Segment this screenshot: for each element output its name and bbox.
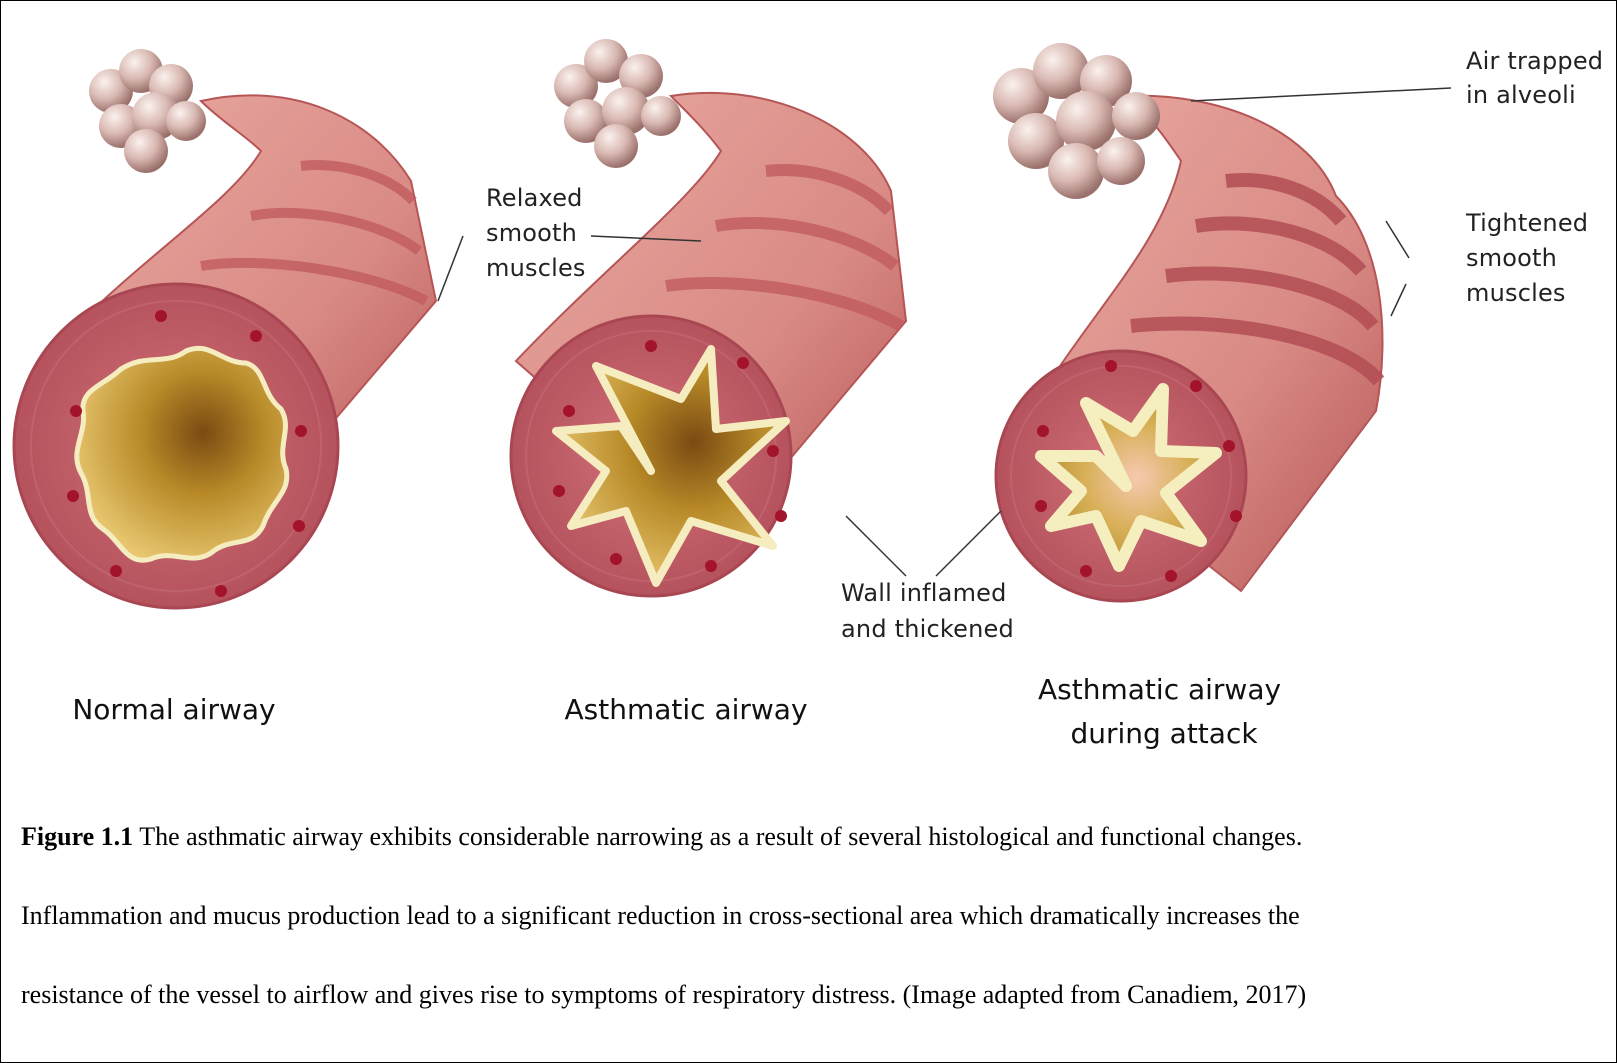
normal-airway-lumen (77, 348, 287, 560)
leader-relaxed-normal (438, 236, 463, 301)
leader-air-trapped (1191, 88, 1451, 101)
asthmatic-airway-panel (511, 39, 906, 596)
label-relaxed-smooth-muscles: Relaxed smooth muscles (486, 184, 590, 282)
caption-line-1-text: The asthmatic airway exhibits considerab… (133, 822, 1302, 851)
title-normal-airway: Normal airway (72, 693, 275, 726)
airway-illustration: Relaxed smooth muscles Air trapped in al… (1, 1, 1616, 801)
caption-line-2: Inflammation and mucus production lead t… (21, 903, 1300, 929)
label-wall-inflamed: Wall inflamed and thickened (841, 579, 1014, 643)
attack-alveoli-cluster (993, 43, 1160, 199)
caption-line-1: Figure 1.1 The asthmatic airway exhibits… (21, 824, 1302, 850)
figure-number: Figure 1.1 (21, 822, 133, 851)
label-air-trapped: Air trapped in alveoli (1466, 47, 1611, 109)
caption-line-3: resistance of the vessel to airflow and … (21, 982, 1306, 1008)
leader-tightened-upper (1386, 221, 1409, 258)
leader-wall-attack (936, 511, 1001, 576)
leader-tightened-lower (1391, 284, 1406, 316)
asthmatic-alveoli-cluster (554, 39, 681, 168)
normal-airway-panel (14, 49, 436, 608)
title-attack-airway: Asthmatic airway during attack (1038, 673, 1290, 750)
label-tightened-smooth-muscles: Tightened smooth muscles (1465, 209, 1596, 307)
title-asthmatic-airway: Asthmatic airway (564, 693, 807, 726)
attack-airway-panel (993, 43, 1383, 601)
leader-wall-asthmatic (846, 516, 906, 576)
normal-alveoli-cluster (89, 49, 206, 173)
